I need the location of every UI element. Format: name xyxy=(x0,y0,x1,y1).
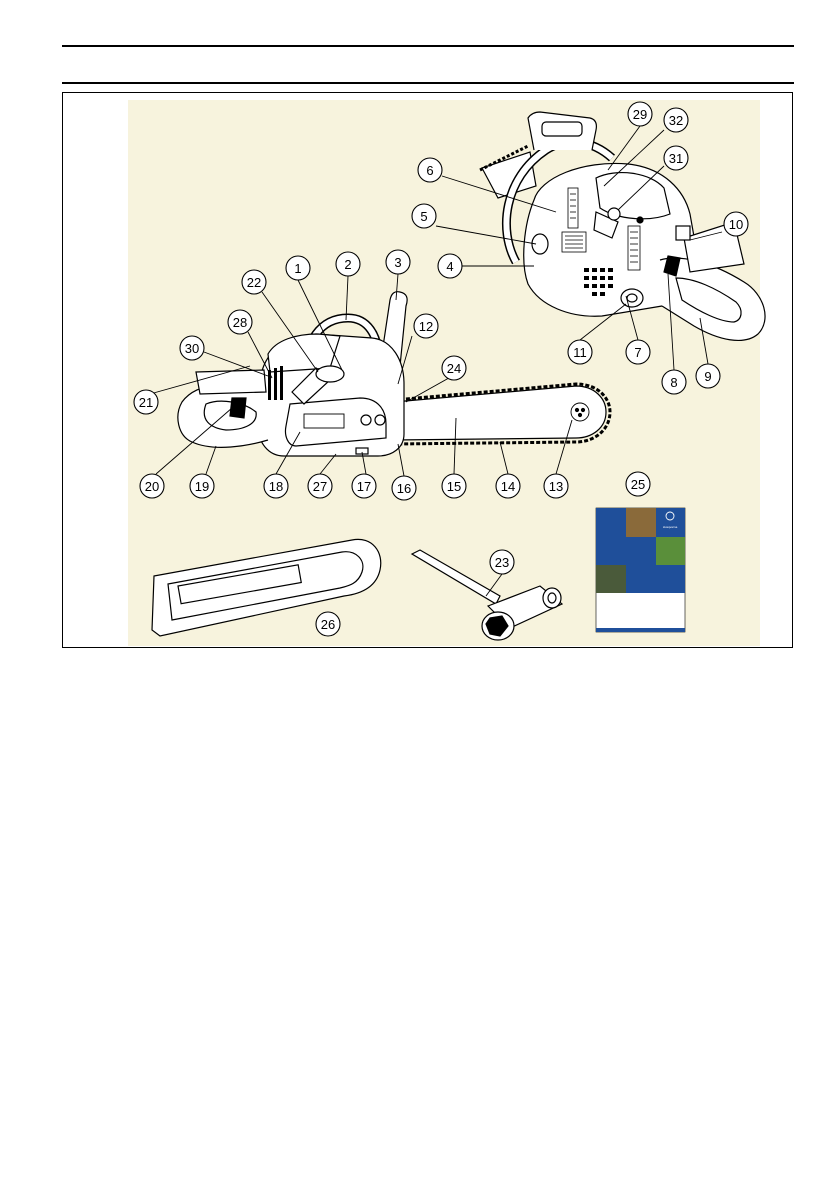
svg-text:22: 22 xyxy=(247,275,261,290)
header-rule-top xyxy=(62,45,794,47)
svg-text:31: 31 xyxy=(669,151,683,166)
guide-bar-cover xyxy=(151,538,382,637)
svg-text:32: 32 xyxy=(669,113,683,128)
svg-text:5: 5 xyxy=(420,209,427,224)
callout-6: 6 xyxy=(417,157,443,183)
callout-14: 14 xyxy=(495,473,521,499)
callout-23: 23 xyxy=(489,549,515,575)
callout-4: 4 xyxy=(437,253,463,279)
svg-text:16: 16 xyxy=(397,481,411,496)
svg-text:24: 24 xyxy=(447,361,461,376)
callout-15: 15 xyxy=(441,473,467,499)
callout-5: 5 xyxy=(411,203,437,229)
svg-text:13: 13 xyxy=(549,479,563,494)
combination-spanner xyxy=(410,549,564,641)
svg-text:17: 17 xyxy=(357,479,371,494)
callout-24: 24 xyxy=(441,355,467,381)
callout-22: 22 xyxy=(241,269,267,295)
svg-text:9: 9 xyxy=(704,369,711,384)
callout-18: 18 xyxy=(263,473,289,499)
svg-text:10: 10 xyxy=(729,217,743,232)
callout-1: 1 xyxy=(285,255,311,281)
svg-text:2: 2 xyxy=(344,257,351,272)
callout-19: 19 xyxy=(189,473,215,499)
callout-17: 17 xyxy=(351,473,377,499)
callout-leaders xyxy=(149,125,723,597)
callout-31: 31 xyxy=(663,145,689,171)
svg-text:11: 11 xyxy=(573,345,587,360)
callout-29: 29 xyxy=(627,101,653,127)
svg-text:1: 1 xyxy=(294,261,301,276)
callout-9: 9 xyxy=(695,363,721,389)
svg-text:19: 19 xyxy=(195,479,209,494)
figure-frame xyxy=(62,92,793,648)
callout-12: 12 xyxy=(413,313,439,339)
svg-text:27: 27 xyxy=(313,479,327,494)
svg-text:8: 8 xyxy=(670,375,677,390)
operators-manual: Husqvarna xyxy=(595,507,686,633)
svg-text:3: 3 xyxy=(394,255,401,270)
callout-27: 27 xyxy=(307,473,333,499)
callout-28: 28 xyxy=(227,309,253,335)
svg-text:28: 28 xyxy=(233,315,247,330)
callout-7: 7 xyxy=(625,339,651,365)
callout-10: 10 xyxy=(723,211,749,237)
callout-16: 16 xyxy=(391,475,417,501)
callout-8: 8 xyxy=(661,369,687,395)
callout-20: 20 xyxy=(139,473,165,499)
svg-text:21: 21 xyxy=(139,395,153,410)
svg-text:18: 18 xyxy=(269,479,283,494)
svg-text:15: 15 xyxy=(447,479,461,494)
callout-25: 25 xyxy=(625,471,651,497)
callout-2: 2 xyxy=(335,251,361,277)
callout-3: 3 xyxy=(385,249,411,275)
svg-text:7: 7 xyxy=(634,345,641,360)
callout-13: 13 xyxy=(543,473,569,499)
svg-text:14: 14 xyxy=(501,479,515,494)
svg-text:29: 29 xyxy=(633,107,647,122)
callout-32: 32 xyxy=(663,107,689,133)
callout-21: 21 xyxy=(133,389,159,415)
callout-26: 26 xyxy=(315,611,341,637)
svg-text:23: 23 xyxy=(495,555,509,570)
header-rule-bottom xyxy=(62,82,794,84)
callout-11: 11 xyxy=(567,339,593,365)
chainsaw-rear-view xyxy=(479,111,766,341)
svg-text:20: 20 xyxy=(145,479,159,494)
svg-text:26: 26 xyxy=(321,617,335,632)
callout-30: 30 xyxy=(179,335,205,361)
svg-text:12: 12 xyxy=(419,319,433,334)
svg-text:6: 6 xyxy=(426,163,433,178)
svg-text:25: 25 xyxy=(631,477,645,492)
svg-text:30: 30 xyxy=(185,341,199,356)
svg-text:4: 4 xyxy=(446,259,453,274)
manual-logo-text: Husqvarna xyxy=(663,525,678,529)
